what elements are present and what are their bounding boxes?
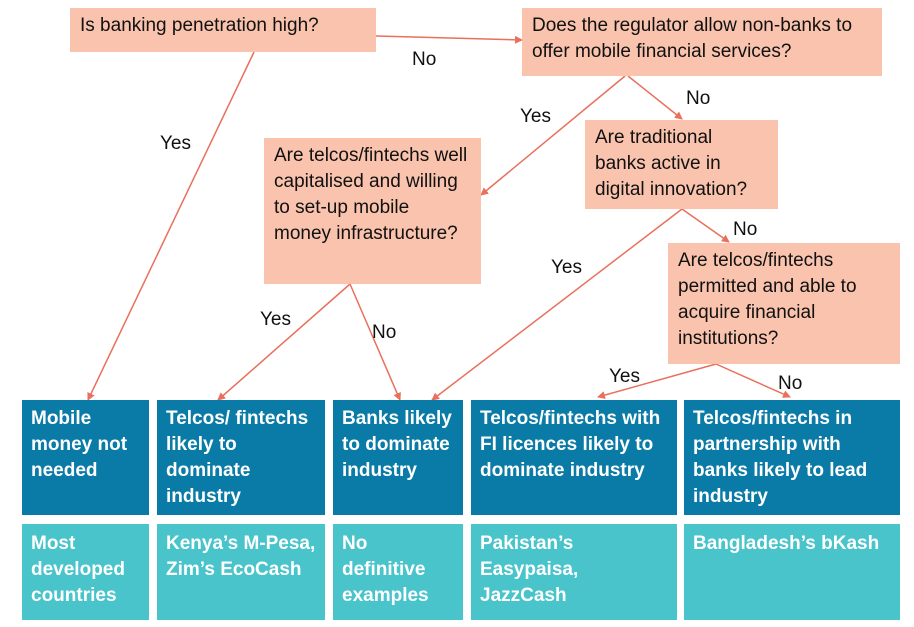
- label-banks-yes: Yes: [551, 257, 582, 278]
- label-banking-no: No: [412, 49, 437, 70]
- example-mpesa-ecocash: Kenya’s M-Pesa, Zim’s EcoCash: [157, 524, 325, 620]
- arrow-capitalised-yes: [217, 283, 351, 401]
- arrow-capitalised-no: [349, 283, 401, 401]
- label-regulator-no: No: [686, 88, 711, 109]
- arrow-banking-no: [375, 35, 523, 44]
- question-telcos-acquire: Are telcos/fintechs permitted and able t…: [668, 243, 900, 364]
- question-regulator-allows: Does the regulator allow non-banks to of…: [522, 8, 882, 76]
- label-regulator-yes: Yes: [520, 106, 551, 127]
- arrow-banks-no: [681, 208, 730, 243]
- label-capitalised-yes: Yes: [260, 309, 291, 330]
- outcome-banks-dominate: Banks likely to dominate industry: [333, 400, 463, 515]
- label-banks-no: No: [733, 219, 758, 240]
- arrow-banking-yes: [87, 51, 255, 401]
- outcome-telcos-partnership: Telcos/fintechs in partnership with bank…: [684, 400, 900, 515]
- label-banking-yes: Yes: [160, 133, 191, 154]
- outcome-telcos-dominate: Telcos/ fintechs likely to dominate indu…: [157, 400, 325, 515]
- arrow-acquire-no: [715, 363, 791, 398]
- arrow-acquire-yes: [597, 363, 717, 399]
- example-bkash: Bangladesh’s bKash: [684, 524, 900, 620]
- outcome-mobile-money-not-needed: Mobile money not needed: [22, 400, 149, 515]
- label-acquire-yes: Yes: [609, 366, 640, 387]
- example-no-definitive: No definitive examples: [333, 524, 463, 620]
- label-acquire-no: No: [778, 373, 803, 394]
- question-telcos-capitalised: Are telcos/fintechs well capitalised and…: [264, 138, 481, 284]
- arrow-regulator-no: [627, 75, 683, 120]
- arrow-regulator-yes: [480, 75, 626, 196]
- example-easypaisa-jazzcash: Pakistan’s Easypaisa, JazzCash: [471, 524, 677, 620]
- question-traditional-banks: Are traditional banks active in digital …: [585, 120, 778, 209]
- label-capitalised-no: No: [372, 322, 397, 343]
- question-banking-penetration: Is banking penetration high?: [70, 8, 376, 52]
- example-developed-countries: Most developed countries: [22, 524, 149, 620]
- outcome-telcos-fi-licences: Telcos/fintechs with FI licences likely …: [471, 400, 677, 515]
- arrow-banks-yes: [431, 208, 683, 401]
